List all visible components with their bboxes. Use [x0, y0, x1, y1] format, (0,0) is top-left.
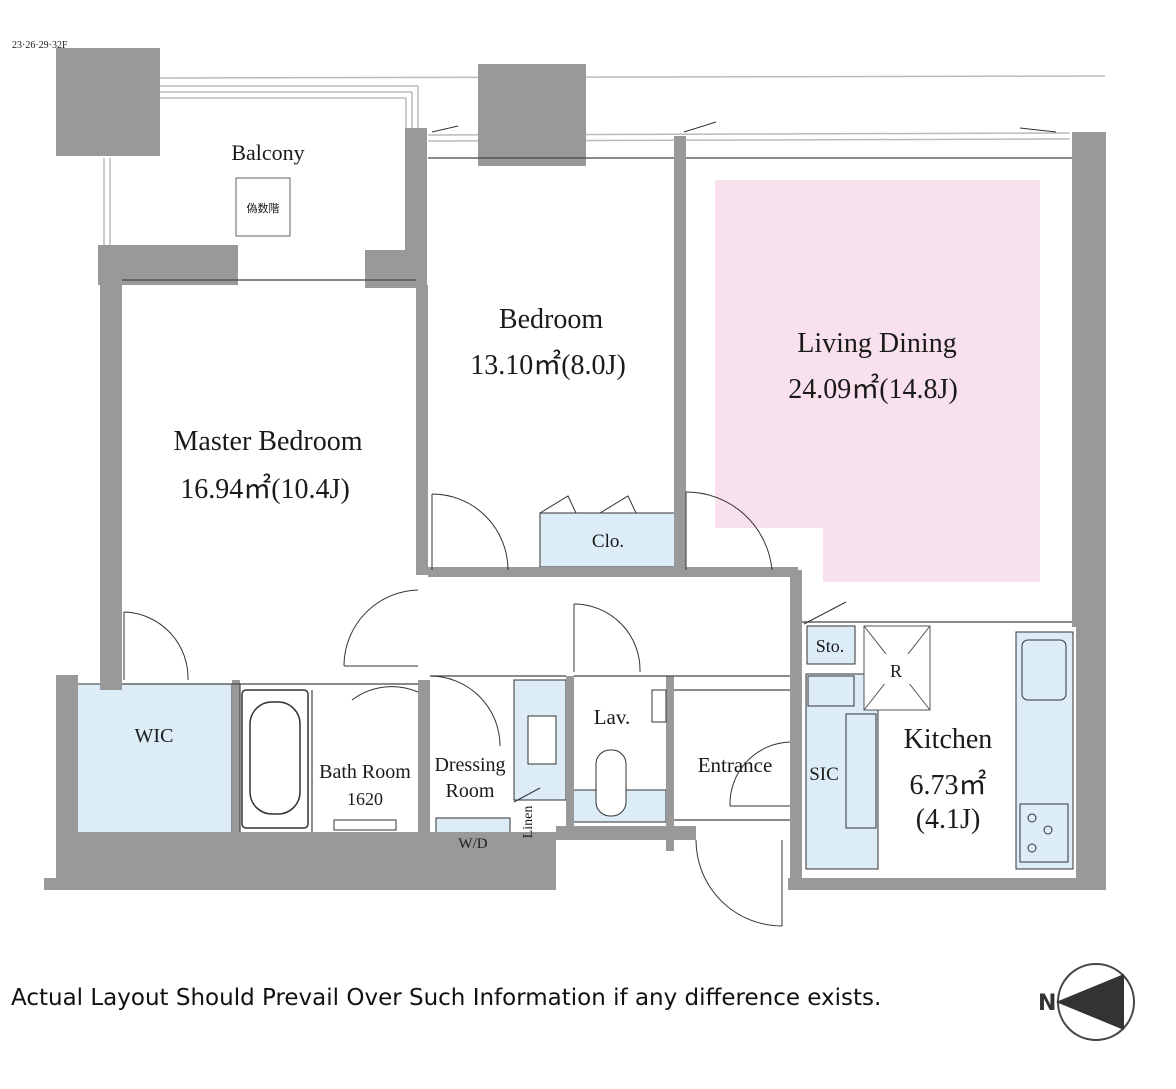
bathtub: [241, 689, 397, 831]
bath-room-label: Bath Room: [319, 761, 411, 783]
floor-plan: 23·26·29·32F: [12, 40, 1106, 927]
disclaimer-text: Actual Layout Should Prevail Over Such I…: [11, 985, 882, 1011]
sic-shelf: [845, 713, 877, 829]
kitchen-tatami: (4.1J): [916, 804, 981, 835]
balcony-stamp-box: [235, 177, 291, 237]
storage-fill: [806, 625, 856, 665]
balcony-stamp: 偽数階: [247, 201, 280, 215]
living-dining-label: Living Dining: [797, 328, 956, 359]
lavatory-fixtures: [527, 689, 667, 817]
entrance-label: Entrance: [698, 753, 773, 777]
bedroom-label: Bedroom: [499, 304, 603, 335]
living-dining-area: [715, 180, 1040, 582]
bath-size-label: 1620: [347, 789, 383, 809]
interior-lines: [122, 157, 1072, 832]
washer-dryer-label: W/D: [458, 836, 487, 852]
wic-label: WIC: [135, 725, 174, 747]
kitchen-area: 6.73㎡: [909, 769, 986, 801]
sic-top-box: [807, 675, 855, 707]
balcony-rails: [103, 75, 1106, 245]
compass-letter: N: [1038, 991, 1056, 1016]
doors: [123, 121, 1057, 927]
master-bedroom-label: Master Bedroom: [174, 426, 363, 457]
refrigerator-label: R: [890, 661, 902, 681]
lavatory-label: Lav.: [594, 705, 631, 729]
dressing-room-label-2: Room: [446, 780, 495, 802]
balcony-label: Balcony: [231, 140, 304, 165]
dressing-room-label-1: Dressing: [434, 754, 505, 776]
closet-label: Clo.: [592, 531, 624, 552]
master-bedroom-area: 16.94㎡(10.4J): [180, 473, 350, 505]
linen-label: Linen: [521, 806, 536, 839]
walls: [44, 48, 1106, 890]
closet-fill: [539, 512, 678, 568]
compass-icon: N: [1038, 963, 1135, 1041]
living-dining-area-text: 24.09㎡(14.8J): [788, 373, 958, 405]
kitchen-label: Kitchen: [904, 724, 993, 755]
bedroom-area: 13.10㎡(8.0J): [470, 349, 626, 381]
kitchen-counter-fill: [1015, 631, 1074, 870]
wic-fill: [74, 683, 233, 838]
storage-label: Sto.: [816, 636, 845, 656]
sic-label: SIC: [809, 764, 839, 785]
kitchen-equipment: [1019, 639, 1069, 863]
floors-note: 23·26·29·32F: [12, 40, 68, 51]
